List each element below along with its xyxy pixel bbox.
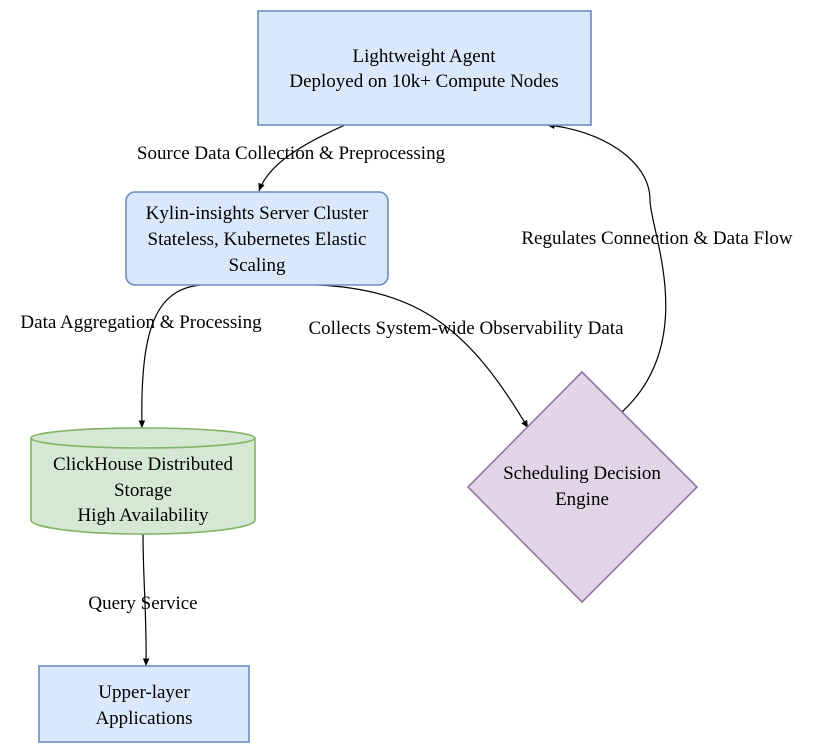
edge-engine-to-agent <box>546 122 667 413</box>
edge-label-storage-to-apps: Query Service <box>88 593 197 614</box>
edge-label-agent-to-server: Source Data Collection & Preprocessing <box>137 143 446 164</box>
edge-label-server-to-storage: Data Aggregation & Processing <box>20 312 262 333</box>
node-engine: Scheduling Decision Engine <box>466 370 699 604</box>
node-server: Kylin-insights Server Cluster Stateless,… <box>125 191 389 286</box>
edge-label-engine-to-agent: Regulates Connection & Data Flow <box>521 228 793 249</box>
node-apps-line2: Applications <box>95 708 192 729</box>
edge-label-server-to-engine: Collects System-wide Observability Data <box>308 318 624 339</box>
edge-server-to-storage <box>138 284 201 429</box>
node-engine-line2: Engine <box>555 489 609 510</box>
node-agent-line2: Deployed on 10k+ Compute Nodes <box>289 71 558 92</box>
edge-storage-to-apps <box>142 532 150 667</box>
node-server-line3: Scaling <box>229 255 286 276</box>
node-server-line1: Kylin-insights Server Cluster <box>146 203 369 224</box>
node-agent-line1: Lightweight Agent <box>352 46 496 67</box>
edge-server-to-engine <box>317 284 529 429</box>
node-storage-line1: ClickHouse Distributed <box>53 454 233 475</box>
node-apps-line1: Upper-layer <box>98 682 190 703</box>
node-engine-line1: Scheduling Decision <box>503 463 661 484</box>
node-apps: Upper-layer Applications <box>38 665 250 743</box>
edge-agent-to-server <box>258 124 346 192</box>
node-server-line2: Stateless, Kubernetes Elastic <box>148 229 367 250</box>
node-storage-line2: Storage <box>114 480 172 501</box>
node-storage-line3: High Availability <box>77 505 209 526</box>
node-agent: Lightweight Agent Deployed on 10k+ Compu… <box>257 10 592 126</box>
node-storage: ClickHouse Distributed Storage High Avai… <box>30 427 256 535</box>
